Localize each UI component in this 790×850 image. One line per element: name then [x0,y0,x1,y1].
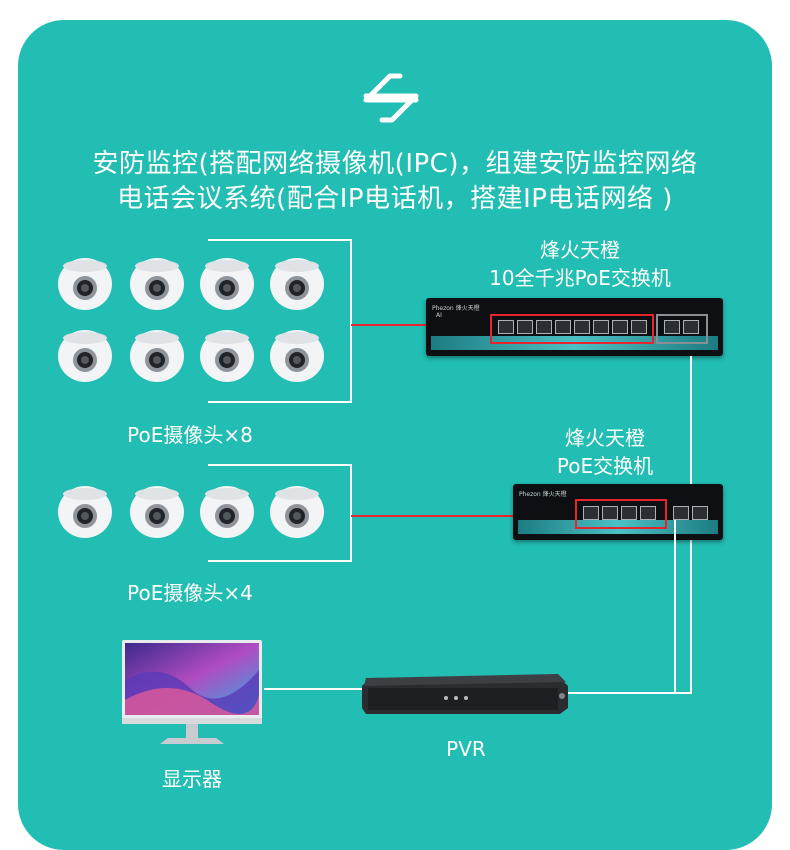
dome-camera-icon [200,258,254,310]
camera-group-top-bracket [208,239,352,403]
dome-camera-icon [270,486,324,538]
poe-switch-small: Phezon 烽火天橙 [513,484,723,540]
dome-camera-icon [130,330,184,382]
pvr-device-icon [362,674,568,714]
dome-camera-icon [200,330,254,382]
dome-camera-icon [270,258,324,310]
switch-main-model: 10全千兆PoE交换机 [489,266,671,290]
heading-line-1: 安防监控(搭配网络摄像机(IPC)，组建安防监控网络 [92,149,698,179]
poe-switch-main: Phezon 烽火天橙 AI [426,298,723,356]
switch-small-name: 烽火天橙 [565,426,645,450]
switch-small-model: PoE交换机 [556,454,654,478]
swap-arrows-icon [363,73,419,123]
dome-camera-icon [200,486,254,538]
monitor-label: 显示器 [162,767,222,791]
dome-camera-icon [58,330,112,382]
dome-camera-icon [130,258,184,310]
camera-group-top-label: PoE摄像头×8 [127,423,253,447]
camera-group-bottom-bracket [208,464,352,562]
dome-camera-icon [58,486,112,538]
monitor-icon [122,640,262,744]
connection-switch-to-pvr [568,692,692,694]
dome-camera-icon [58,258,112,310]
connection-cameras-bottom-to-switch [351,515,573,517]
connection-switch-small-uplink [674,520,676,694]
heading-line-2: 电话会议系统(配合IP电话机，搭建IP电话网络 ) [117,184,673,214]
camera-group-top [56,254,336,394]
pvr-label: PVR [446,737,486,761]
connection-cameras-top-to-switch [351,324,491,326]
camera-group-bottom-label: PoE摄像头×4 [127,581,253,605]
connection-pvr-to-monitor [264,688,364,690]
dome-camera-icon [130,486,184,538]
dome-camera-icon [270,330,324,382]
camera-group-bottom [56,482,336,542]
switch-main-name: 烽火天橙 [540,238,620,262]
